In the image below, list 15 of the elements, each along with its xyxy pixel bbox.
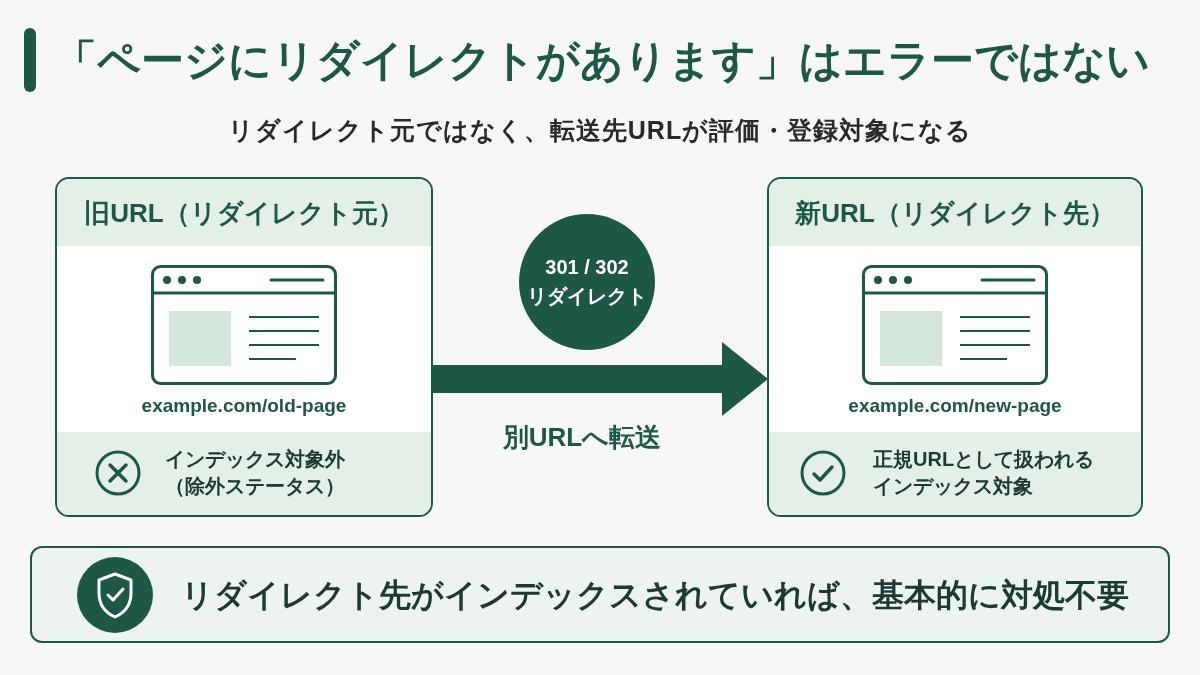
circle-label: 301 / 302 リダイレクト [526,255,648,309]
url-text: example.com/old-page [141,394,347,418]
arrow [433,342,768,416]
title: 「ページにリダイレクトがあります」はエラーではない [54,35,1150,85]
subtitle: リダイレクト元ではなく、転送先URLが評価・登録対象になる [227,115,973,146]
url-text: example.com/new-page [848,394,1062,418]
summary-banner [30,546,1170,643]
card-title: 新URL（リダイレクト先） [795,196,1115,230]
url-card [767,177,1143,517]
status-text: 正規URLとして扱われるインデックス対象 [873,447,1096,499]
card-title: 旧URL（リダイレクト元） [84,196,404,230]
summary-text: リダイレクト先がインデックスされていれば、基本的に対処不要 [181,576,1129,615]
status-text: インデックス対象外（除外ステータス） [165,447,346,499]
url-card [55,177,433,517]
edge-label: 別URLへ転送 [502,421,662,454]
